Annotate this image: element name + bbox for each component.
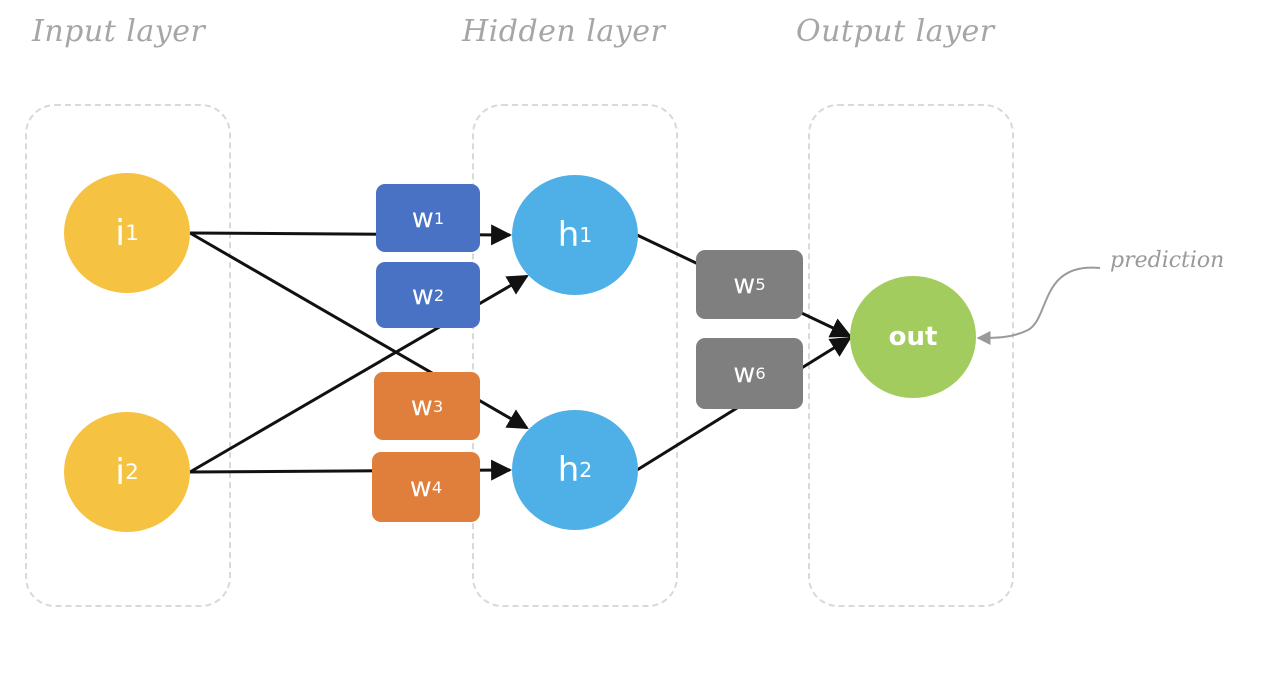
node-h2-label: h: [557, 450, 580, 490]
prediction-arrow: [976, 266, 1101, 345]
hidden-layer-title: Hidden layer: [462, 14, 666, 49]
hidden-layer-box: [472, 104, 678, 607]
node-out-label: out: [888, 322, 938, 352]
weight-w6-subscript: 6: [755, 364, 766, 383]
input-layer-title: Input layer: [32, 14, 206, 49]
weight-w2-label: w: [411, 279, 434, 311]
node-h1-subscript: 1: [579, 223, 593, 247]
weight-w2-subscript: 2: [433, 285, 445, 305]
weight-w3-label: w: [410, 390, 433, 422]
node-i1-label: i: [115, 212, 126, 254]
weight-w5-label: w: [733, 269, 756, 300]
node-h2-subscript: 2: [579, 458, 593, 482]
node-h1-label: h: [557, 215, 580, 255]
weight-w1-subscript: 1: [433, 208, 445, 228]
weight-w1-label: w: [411, 202, 434, 234]
weight-w3-subscript: 3: [432, 396, 444, 416]
node-i2-label: i: [115, 451, 126, 493]
weight-w4-subscript: 4: [431, 477, 443, 497]
weight-w4-label: w: [409, 471, 432, 503]
node-i1-subscript: 1: [125, 220, 139, 246]
weight-w5-subscript: 5: [755, 275, 766, 294]
output-layer-box: [808, 104, 1014, 607]
weight-w6-label: w: [733, 358, 756, 389]
output-layer-title: Output layer: [796, 14, 995, 49]
prediction-annotation: prediction: [1110, 248, 1225, 273]
output-node-out: out: [850, 276, 976, 398]
node-i2-subscript: 2: [125, 459, 139, 485]
input-layer-box: [25, 104, 231, 607]
